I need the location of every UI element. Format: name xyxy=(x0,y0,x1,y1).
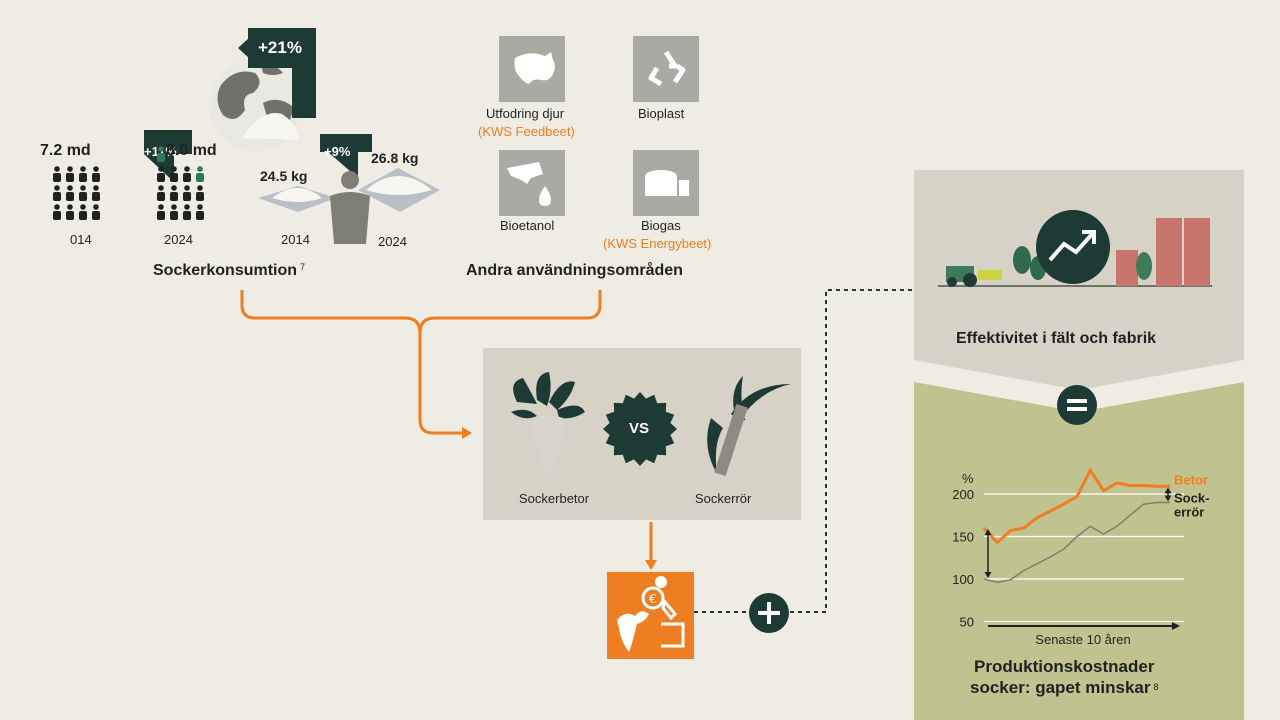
y-axis-label: % xyxy=(962,471,974,486)
y-tick-label: 100 xyxy=(952,572,974,587)
cost-chart-title: Produktionskostnader socker: gapet minsk… xyxy=(970,656,1158,698)
person-icon xyxy=(196,166,204,182)
consumption-title-text: Sockerkonsumtion xyxy=(153,262,298,279)
gap-arrow-end xyxy=(1164,487,1172,502)
sugar-cane-icon xyxy=(707,376,791,477)
svg-text:€: € xyxy=(649,592,657,606)
cost-line-chart: 50 100 150 200% Senaste 10 åren BetorSock-err… xyxy=(952,467,1209,647)
person-icon xyxy=(66,166,74,182)
efficiency-title: Effektivitet i fält och fabrik xyxy=(956,330,1157,347)
beet-microscope-coin-icon: € xyxy=(617,576,685,652)
plus-icon xyxy=(749,593,789,633)
biogas-silo-icon xyxy=(645,170,689,196)
person-icon xyxy=(196,204,204,220)
cost-chart-ref: 8 xyxy=(1153,682,1159,692)
farm-factory-icon xyxy=(938,218,1212,287)
person-icon xyxy=(157,146,165,162)
population-2024-value: 8.0 md xyxy=(166,142,217,159)
person-icon xyxy=(183,185,191,201)
legend-beet: Betor xyxy=(1174,472,1208,487)
legend-cane: errör xyxy=(1174,505,1204,520)
other-uses-title: Andra användningsområden xyxy=(466,262,683,279)
person-icon xyxy=(157,166,165,182)
tile-biogas xyxy=(633,150,699,216)
cost-chart-title-line1: Produktionskostnader xyxy=(974,657,1155,676)
use-feed-label: Utfodring djur xyxy=(486,106,565,121)
use-biogas-label: Biogas xyxy=(641,218,681,233)
cow-icon xyxy=(514,52,555,84)
x-axis-arrowhead xyxy=(1172,622,1180,630)
per-capita-growth-arrow-icon xyxy=(320,134,372,178)
consumption-year-2014: 2014 xyxy=(281,232,310,247)
person-with-sugar-icon xyxy=(258,168,440,244)
person-icon xyxy=(66,204,74,220)
use-feed-sub: (KWS Feedbeet) xyxy=(478,124,575,139)
person-icon xyxy=(92,204,100,220)
equals-icon xyxy=(1057,385,1097,425)
sugar-beet-icon xyxy=(511,372,585,476)
cost-chart-title-line2-text: socker: gapet minskar xyxy=(970,678,1151,697)
y-tick-label: 50 xyxy=(960,615,974,630)
person-icon xyxy=(170,204,178,220)
population-block: 7.2 md +11% 8.0 md 014 2024 xyxy=(40,130,250,250)
series-line-beet xyxy=(982,467,1170,545)
person-icon xyxy=(92,166,100,182)
comparison-panel: Sockerbetor VS Sockerrör xyxy=(483,348,801,520)
person-icon xyxy=(66,185,74,201)
tile-bioplast xyxy=(633,36,699,102)
people-2024-icon xyxy=(157,166,204,220)
use-biogas-sub: (KWS Energybeet) xyxy=(603,236,712,251)
recycle-icon xyxy=(648,50,686,87)
person-icon xyxy=(53,204,61,220)
series-line-cane xyxy=(983,501,1170,584)
population-year-2024: 2024 xyxy=(164,232,193,247)
legend-cane: Sock- xyxy=(1174,491,1209,506)
trend-up-badge-icon xyxy=(1036,210,1110,284)
innovation-box: € xyxy=(607,572,694,659)
sugar-pile-globe-icon xyxy=(242,113,299,140)
person-icon xyxy=(183,204,191,220)
person-icon xyxy=(79,185,87,201)
people-2014-icon xyxy=(53,166,100,220)
y-tick-label: 200 xyxy=(952,487,974,502)
consumption-year-2024: 2024 xyxy=(378,234,407,249)
population-year-2014: 014 xyxy=(70,232,92,247)
x-axis-label: Senaste 10 åren xyxy=(1035,632,1130,647)
person-icon xyxy=(196,185,204,201)
use-bioethanol-label: Bioetanol xyxy=(500,218,555,233)
tile-feed xyxy=(499,36,565,102)
y-tick-label: 150 xyxy=(952,530,974,545)
person-icon xyxy=(157,185,165,201)
consumption-ref: 7 xyxy=(300,262,306,272)
fuel-nozzle-icon xyxy=(507,162,551,206)
consumption-2014-value: 24.5 kg xyxy=(260,168,308,184)
person-icon xyxy=(92,185,100,201)
gap-arrow-start xyxy=(984,529,992,578)
cost-chart-panel-bg xyxy=(914,382,1244,720)
use-bioplast-label: Bioplast xyxy=(638,106,685,121)
population-2014-value: 7.2 md xyxy=(40,142,91,159)
per-capita-growth-label: +9% xyxy=(324,144,351,159)
vs-badge-icon xyxy=(603,392,677,466)
person-icon xyxy=(170,185,178,201)
vs-label: VS xyxy=(629,420,650,437)
cane-label: Sockerrör xyxy=(695,491,752,506)
beet-label: Sockerbetor xyxy=(519,491,590,506)
growth-arrow-icon xyxy=(144,130,192,182)
person-icon xyxy=(157,204,165,220)
person-icon xyxy=(79,204,87,220)
tile-bioethanol xyxy=(499,150,565,216)
global-growth-arrow-icon xyxy=(238,28,316,118)
person-icon xyxy=(79,166,87,182)
person-icon xyxy=(53,185,61,201)
person-icon xyxy=(53,166,61,182)
person-icon xyxy=(183,166,191,182)
global-growth-label: +21% xyxy=(258,38,302,57)
person-icon xyxy=(170,166,178,182)
consumption-2024-value: 26.8 kg xyxy=(371,150,419,166)
